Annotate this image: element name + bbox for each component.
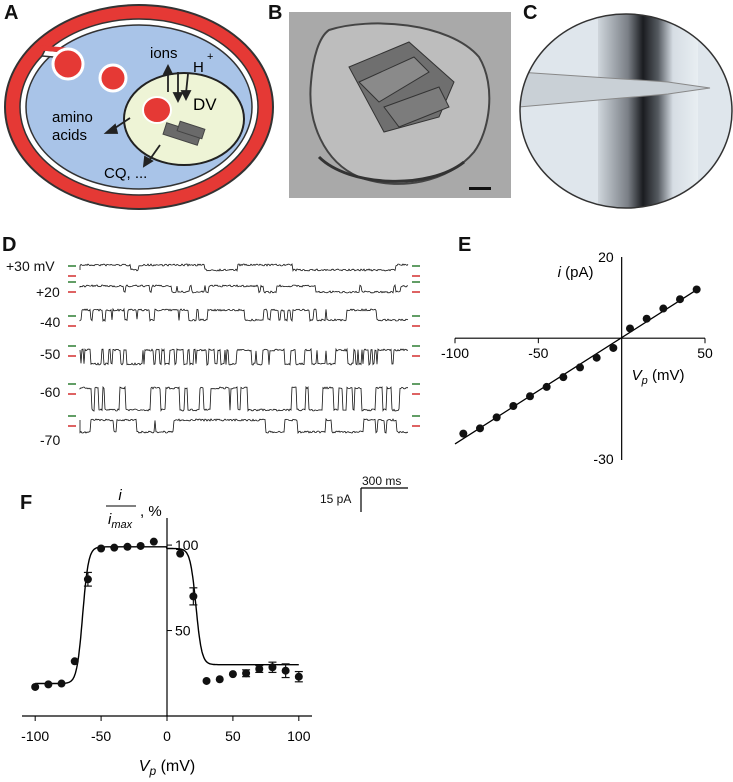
y-tick-label: -30: [593, 451, 613, 467]
data-point: [228, 670, 237, 679]
trace-voltage-label: -40: [40, 314, 61, 330]
x-axis-label: Vp (mV): [632, 367, 685, 387]
data-point: [609, 343, 618, 352]
dv-label: DV: [193, 95, 217, 114]
x-tick-label: 100: [287, 728, 311, 744]
panel-b-label: B: [268, 2, 283, 24]
data-point: [576, 363, 584, 372]
data-point: [692, 285, 701, 294]
y-axis-label: i (pA): [558, 264, 594, 281]
fit-curve: [35, 546, 299, 685]
panel-a-label: A: [4, 2, 19, 24]
hemozoin-crystals-em: [348, 41, 455, 133]
x-tick-label: -50: [528, 345, 548, 361]
microscope-view: [519, 13, 733, 209]
data-point: [476, 424, 484, 433]
data-point: [44, 680, 53, 689]
cq-label: CQ, ...: [104, 165, 147, 182]
y-tick-label: 50: [175, 623, 191, 639]
current-trace: [79, 307, 409, 322]
panel-e-label: E: [458, 234, 472, 256]
data-point: [626, 324, 634, 333]
single-channel-traces: [68, 263, 420, 434]
x-axis-label: Vp (mV): [139, 758, 195, 778]
trace-voltage-label: -70: [40, 432, 61, 448]
data-point: [176, 549, 185, 558]
data-point: [242, 669, 251, 678]
hemozoin-crystals: [162, 120, 206, 146]
current-trace: [79, 347, 409, 366]
iv-chart: -100 -50 50 20 -30 i (pA) Vp (mV): [441, 249, 713, 467]
x-tick-label: -100: [21, 728, 49, 744]
data-point: [559, 373, 568, 382]
scale-time-label: 300 ms: [362, 474, 402, 488]
data-point: [526, 392, 534, 401]
data-point: [215, 675, 224, 684]
data-point: [592, 353, 601, 362]
x-tick-label: -50: [91, 728, 111, 744]
data-point: [281, 666, 290, 675]
y-axis-label-denominator: imax: [108, 511, 133, 531]
time-scale-bar: [360, 487, 408, 512]
current-trace: [79, 385, 408, 412]
data-point: [659, 304, 668, 313]
h-plus-label: H: [193, 59, 204, 76]
panel-c-label: C: [523, 2, 538, 24]
data-point: [268, 663, 277, 672]
data-point: [255, 665, 264, 673]
y-axis-unit: , %: [140, 503, 162, 520]
data-point: [70, 657, 79, 666]
trace-voltage-label: -60: [40, 384, 61, 400]
x-tick-label: 50: [697, 345, 713, 361]
data-point: [149, 537, 158, 546]
data-point: [202, 676, 211, 685]
current-trace: [79, 263, 409, 272]
parasite-diagram: ions H + DV amino acids CQ, ...: [4, 4, 274, 210]
x-tick-label: -100: [441, 345, 469, 361]
data-point: [136, 541, 145, 550]
current-trace: [79, 417, 409, 434]
data-point: [459, 429, 468, 438]
data-point: [676, 295, 684, 304]
data-point: [492, 413, 501, 422]
h-plus-sign: +: [207, 51, 213, 63]
x-tick-label: 0: [163, 728, 171, 744]
ions-label: ions: [150, 45, 178, 62]
x-tick-label: 50: [225, 728, 241, 744]
data-point: [294, 672, 303, 681]
trace-voltage-label: +20: [36, 284, 60, 300]
trace-voltage-label: -50: [40, 346, 61, 362]
data-point: [83, 575, 92, 584]
scale-current-label: 15 pA: [320, 492, 352, 506]
data-point: [189, 592, 198, 601]
acids-label: acids: [52, 127, 87, 144]
data-point: [642, 314, 651, 323]
y-axis-label-numerator: i: [118, 487, 122, 504]
data-point: [509, 402, 518, 411]
trace-voltage-label: +30 mV: [6, 258, 55, 274]
panel-d-label: D: [2, 234, 17, 256]
em-micrograph: [289, 12, 511, 198]
current-trace: [79, 283, 409, 294]
scale-bar: [469, 187, 491, 190]
data-point: [123, 542, 132, 551]
y-tick-label: 20: [598, 249, 614, 265]
data-point: [110, 543, 119, 552]
data-point: [542, 382, 551, 391]
panel-f-label: F: [20, 492, 33, 514]
data-point: [31, 682, 40, 691]
data-point: [57, 679, 66, 688]
amino-label: amino: [52, 109, 93, 126]
data-point: [97, 544, 106, 553]
